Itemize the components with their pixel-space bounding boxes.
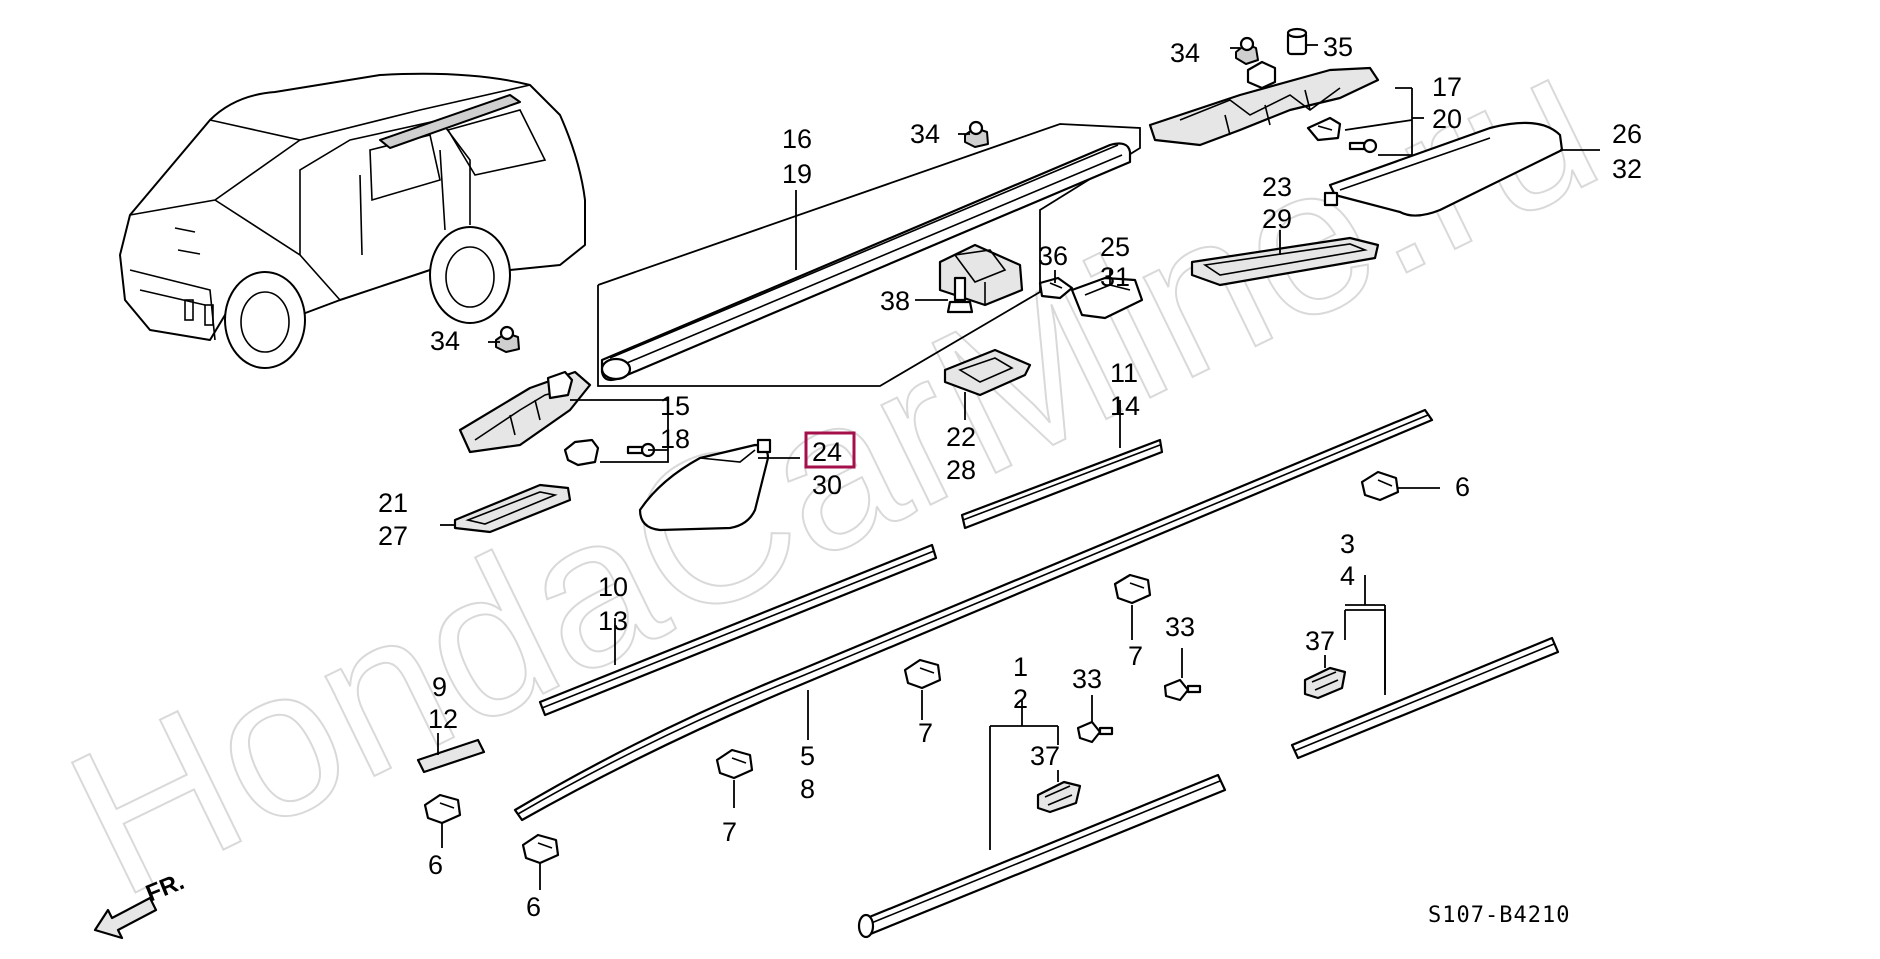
part-clip-37-right[interactable] <box>1303 666 1347 700</box>
part-sill-molding-1-2[interactable] <box>857 773 1227 939</box>
label-7-b[interactable]: 7 <box>918 718 933 748</box>
part-nut-34-middle[interactable] <box>964 120 989 148</box>
label-25[interactable]: 25 <box>1100 232 1130 262</box>
label-24[interactable]: 24 <box>812 437 842 467</box>
label-35[interactable]: 35 <box>1323 32 1353 62</box>
part-cap-25-31[interactable] <box>1070 276 1144 320</box>
label-20[interactable]: 20 <box>1432 104 1462 134</box>
part-clip-6-bottom[interactable] <box>521 833 560 865</box>
part-nut-34-top[interactable] <box>1235 36 1259 65</box>
part-trim-piece-9-12[interactable] <box>416 738 486 774</box>
label-12[interactable]: 12 <box>428 704 458 734</box>
label-38[interactable]: 38 <box>880 286 910 316</box>
leader-lines <box>437 44 1600 890</box>
label-8[interactable]: 8 <box>800 774 815 804</box>
label-28[interactable]: 28 <box>946 455 976 485</box>
label-1[interactable]: 1 <box>1013 652 1028 682</box>
part-molding-10-13[interactable] <box>538 543 938 717</box>
part-front-bracket-15-18[interactable] <box>458 370 592 454</box>
label-34-middle[interactable]: 34 <box>910 119 940 149</box>
label-36[interactable]: 36 <box>1038 241 1068 271</box>
label-22[interactable]: 22 <box>946 422 976 452</box>
label-6-right[interactable]: 6 <box>1455 472 1470 502</box>
part-roof-rail[interactable] <box>600 142 1132 382</box>
part-nut-34-left[interactable] <box>495 325 520 353</box>
part-clip-7-b[interactable] <box>903 658 942 690</box>
part-molding-5-8[interactable] <box>513 408 1434 822</box>
label-21[interactable]: 21 <box>378 488 408 518</box>
part-bracket-clip-15-18[interactable] <box>563 438 600 467</box>
label-11[interactable]: 11 <box>1110 358 1138 388</box>
part-front-pad-21-27[interactable] <box>453 483 572 534</box>
roof-rail-group-box <box>597 123 1141 387</box>
label-30[interactable]: 30 <box>812 470 842 500</box>
label-33-right[interactable]: 33 <box>1165 612 1195 642</box>
part-rear-pad-23-29[interactable] <box>1190 236 1380 287</box>
label-23[interactable]: 23 <box>1262 172 1292 202</box>
diagram-code: S107-B4210 <box>1428 903 1570 928</box>
callout-labels: 34 35 17 20 34 16 19 26 32 23 29 36 25 3… <box>378 32 1642 922</box>
label-26[interactable]: 26 <box>1612 119 1642 149</box>
label-14[interactable]: 14 <box>1110 391 1140 421</box>
part-clip-7-a[interactable] <box>1113 573 1152 605</box>
label-37-right[interactable]: 37 <box>1305 626 1335 656</box>
part-pad-22-28[interactable] <box>943 348 1032 397</box>
vehicle-illustration <box>119 72 586 369</box>
label-13[interactable]: 13 <box>598 606 628 636</box>
label-4[interactable]: 4 <box>1340 561 1355 591</box>
part-bolt-38[interactable] <box>946 276 974 314</box>
label-34-top[interactable]: 34 <box>1170 38 1200 68</box>
part-sill-molding-3-4[interactable] <box>1290 636 1560 760</box>
label-6-bottom[interactable]: 6 <box>526 892 541 922</box>
label-16[interactable]: 16 <box>782 124 812 154</box>
part-screw-33-right[interactable] <box>1163 678 1202 702</box>
label-32[interactable]: 32 <box>1612 154 1642 184</box>
label-29[interactable]: 29 <box>1262 204 1292 234</box>
part-clip-37-left[interactable] <box>1036 780 1082 814</box>
label-34-left[interactable]: 34 <box>430 326 460 356</box>
label-3[interactable]: 3 <box>1340 529 1355 559</box>
part-screw-17-20[interactable] <box>1348 138 1378 154</box>
part-rear-bracket-17-20[interactable] <box>1148 60 1380 147</box>
part-screw-33-left[interactable] <box>1076 720 1114 744</box>
highlight-box-24 <box>804 431 856 469</box>
label-10[interactable]: 10 <box>598 572 628 602</box>
label-27[interactable]: 27 <box>378 521 408 551</box>
label-19[interactable]: 19 <box>782 159 812 189</box>
label-9[interactable]: 9 <box>432 672 447 702</box>
part-molding-11-14[interactable] <box>960 438 1164 530</box>
label-31[interactable]: 31 <box>1100 262 1130 292</box>
label-2[interactable]: 2 <box>1013 684 1028 714</box>
label-6-middle[interactable]: 6 <box>428 850 443 880</box>
label-17[interactable]: 17 <box>1432 72 1462 102</box>
part-clip-6-middle[interactable] <box>423 793 462 825</box>
label-5[interactable]: 5 <box>800 741 815 771</box>
part-bracket-clip-17-20[interactable] <box>1306 116 1342 142</box>
part-clip-6-right[interactable] <box>1360 470 1400 502</box>
label-37-left[interactable]: 37 <box>1030 741 1060 771</box>
label-7-a[interactable]: 7 <box>1128 641 1143 671</box>
label-33-left[interactable]: 33 <box>1072 664 1102 694</box>
part-spacer-35[interactable] <box>1286 27 1308 56</box>
label-18[interactable]: 18 <box>660 424 690 454</box>
part-clip-7-c[interactable] <box>715 748 754 780</box>
label-15[interactable]: 15 <box>660 391 690 421</box>
label-7-c[interactable]: 7 <box>722 817 737 847</box>
